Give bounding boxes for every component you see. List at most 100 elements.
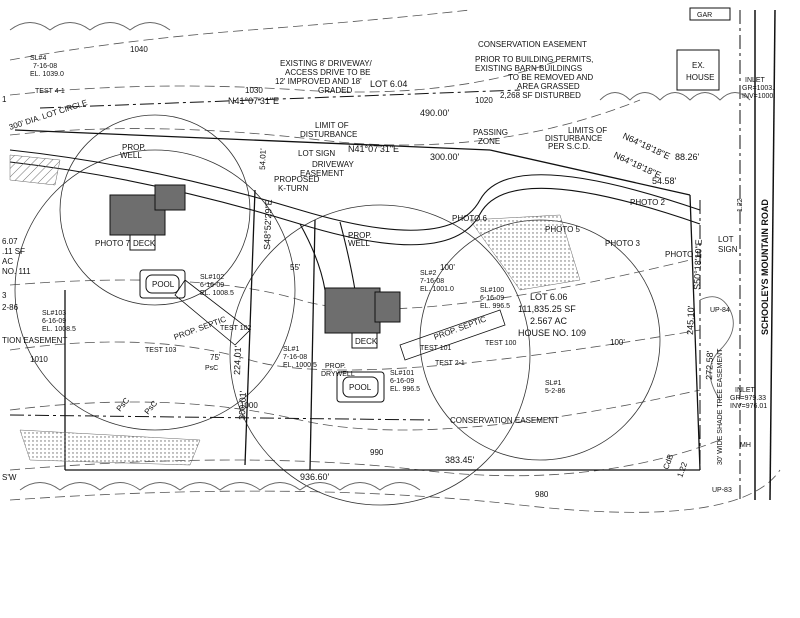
inlet-top-2: GR=1003. xyxy=(742,85,774,92)
house-center xyxy=(324,287,401,334)
distance-93660: 936.60' xyxy=(300,472,330,482)
distance-22401: 224.01' xyxy=(232,345,243,375)
misc-sw: S'W xyxy=(2,473,17,482)
pip-label: PsC xyxy=(205,365,218,372)
prop-well-left-1: PROP. xyxy=(122,143,146,152)
distance-5458: 54.58' xyxy=(652,176,677,186)
lot-sign-right-2: SIGN xyxy=(718,245,738,254)
contour-1010: 1010 xyxy=(30,355,48,364)
driveway-easement-2: EASEMENT xyxy=(300,169,344,178)
photo-3: PHOTO 3 xyxy=(605,239,641,248)
sl102-1: SL#102 xyxy=(200,274,224,281)
bearing-s50: S50°18'10"E xyxy=(692,239,704,290)
prop-drywell-1: PROP. xyxy=(325,363,346,370)
misc-1: 1 xyxy=(2,95,7,104)
distance-8826: 88.26' xyxy=(675,152,700,162)
sl4-1: SL#4 xyxy=(30,55,46,62)
septic-fields xyxy=(174,279,506,361)
limits-right-3: PER S.C.D. xyxy=(548,142,590,151)
sl1-2: 7-16-08 xyxy=(283,354,307,361)
prop-well-left-2: WELL xyxy=(120,151,142,160)
bearing-s48: S48°52'29"E xyxy=(262,199,274,250)
left-lot-2: .11 SF xyxy=(2,247,25,256)
prop-well-center-1: PROP. xyxy=(348,231,372,240)
distance-100-b: 100' xyxy=(610,338,625,347)
ex-house-label-2: HOUSE xyxy=(686,73,714,82)
road-name: SCHOOLEYS MOUNTAIN ROAD xyxy=(760,199,770,335)
sl103-1: SL#103 xyxy=(42,310,66,317)
distance-27258: 272.58' xyxy=(704,350,715,380)
deck-left-label: DECK xyxy=(133,239,156,248)
deck-center-label: DECK xyxy=(355,337,378,346)
inlet-bottom-2: GR=979.33 xyxy=(730,395,766,402)
lot-sign-right-1: LOT xyxy=(718,235,734,244)
limit-center-2: DISTURBANCE xyxy=(300,130,357,139)
ex-house-box xyxy=(676,49,720,91)
pool-center xyxy=(336,371,385,403)
mh: MH xyxy=(740,442,751,449)
distance-75: 75' xyxy=(210,353,221,362)
photo-6: PHOTO 6 xyxy=(452,214,488,223)
left-lot-3: AC xyxy=(2,257,13,266)
pool-left-label: POOL xyxy=(152,280,175,289)
photo-5: PHOTO 5 xyxy=(545,225,581,234)
distance-300: 300.00' xyxy=(430,152,460,162)
sl1-3: EL. 1000.5 xyxy=(283,362,317,369)
contour-990: 990 xyxy=(370,448,384,457)
sl103-3: EL. 1008.5 xyxy=(42,326,76,333)
tree-lines xyxy=(9,22,751,491)
ex-house-label-1: EX. xyxy=(692,61,705,70)
misc-3: 3 xyxy=(2,291,7,300)
contour-1000: 1000 xyxy=(240,401,258,410)
up-84: UP-84 xyxy=(710,307,730,314)
conservation-easement-top: CONSERVATION EASEMENT xyxy=(478,40,587,49)
driveway xyxy=(9,149,701,291)
driveway-note-1: EXISTING 8' DRIVEWAY/ xyxy=(280,59,373,68)
passing-zone-2: ZONE xyxy=(478,137,500,146)
contour-1040: 1040 xyxy=(130,45,148,54)
test-100: TEST 100 xyxy=(485,340,516,347)
sl2-2: 7-16-08 xyxy=(420,278,444,285)
pool-center-label: POOL xyxy=(349,383,372,392)
lot-info-1: LOT 6.06 xyxy=(530,292,567,302)
bearing-top: N41°07'31"E xyxy=(228,96,279,106)
driveway-note-2: ACCESS DRIVE TO BE xyxy=(285,68,371,77)
test-103: TEST 103 xyxy=(145,347,176,354)
inlet-bottom-3: INV=976.01 xyxy=(730,403,767,410)
sl1-1: SL#1 xyxy=(283,346,299,353)
permit-note-2: EXISTING BARN BUILDINGS xyxy=(475,64,582,73)
distance-490: 490.00' xyxy=(420,108,450,118)
contour-lines xyxy=(9,9,781,513)
contour-1030: 1030 xyxy=(245,86,263,95)
limits-right-2: DISTURBANCE xyxy=(545,134,602,143)
left-lot-4: NO. 111 xyxy=(2,267,31,276)
inlet-top-3: INV=1000. xyxy=(742,93,775,100)
driveway-easement-1: DRIVEWAY xyxy=(312,160,354,169)
misc-122: 1.22 xyxy=(737,198,744,212)
up-83: UP-83 xyxy=(712,487,732,494)
sl4-3: EL. 1039.0 xyxy=(30,71,64,78)
limits-right-1: LIMITS OF xyxy=(568,126,607,135)
distance-55: 55' xyxy=(290,263,301,272)
road-edges xyxy=(754,9,776,501)
lot-info-3: 2.567 AC xyxy=(530,316,568,326)
sl103-2: 6-16-09 xyxy=(42,318,66,325)
inlet-top-1: INLET xyxy=(745,77,766,84)
driveway-note-3: 12' IMPROVED AND 18' xyxy=(275,77,362,86)
distance-24510: 245.10' xyxy=(685,305,696,335)
photo-2: PHOTO 2 xyxy=(630,198,666,207)
permit-note-4: AREA GRASSED xyxy=(517,82,580,91)
photo-1: PHOTO 1 xyxy=(665,250,701,259)
prop-well-center-2: WELL xyxy=(348,239,370,248)
sl2-3: EL. 1001.0 xyxy=(420,286,454,293)
sl101-2: 6-16-09 xyxy=(390,378,414,385)
sl2-1: SL#2 xyxy=(420,270,436,277)
garage-label: GAR xyxy=(697,12,712,19)
sl1-86-2: 5-2-86 xyxy=(545,388,565,395)
sl4-2: 7-16-08 xyxy=(33,63,57,70)
permit-note-1: PRIOR TO BUILDING PERMITS, xyxy=(475,55,593,64)
kturn-1: PROPOSED xyxy=(274,175,320,184)
easement-lines xyxy=(9,10,741,500)
photo-7: PHOTO 7 xyxy=(95,239,131,248)
